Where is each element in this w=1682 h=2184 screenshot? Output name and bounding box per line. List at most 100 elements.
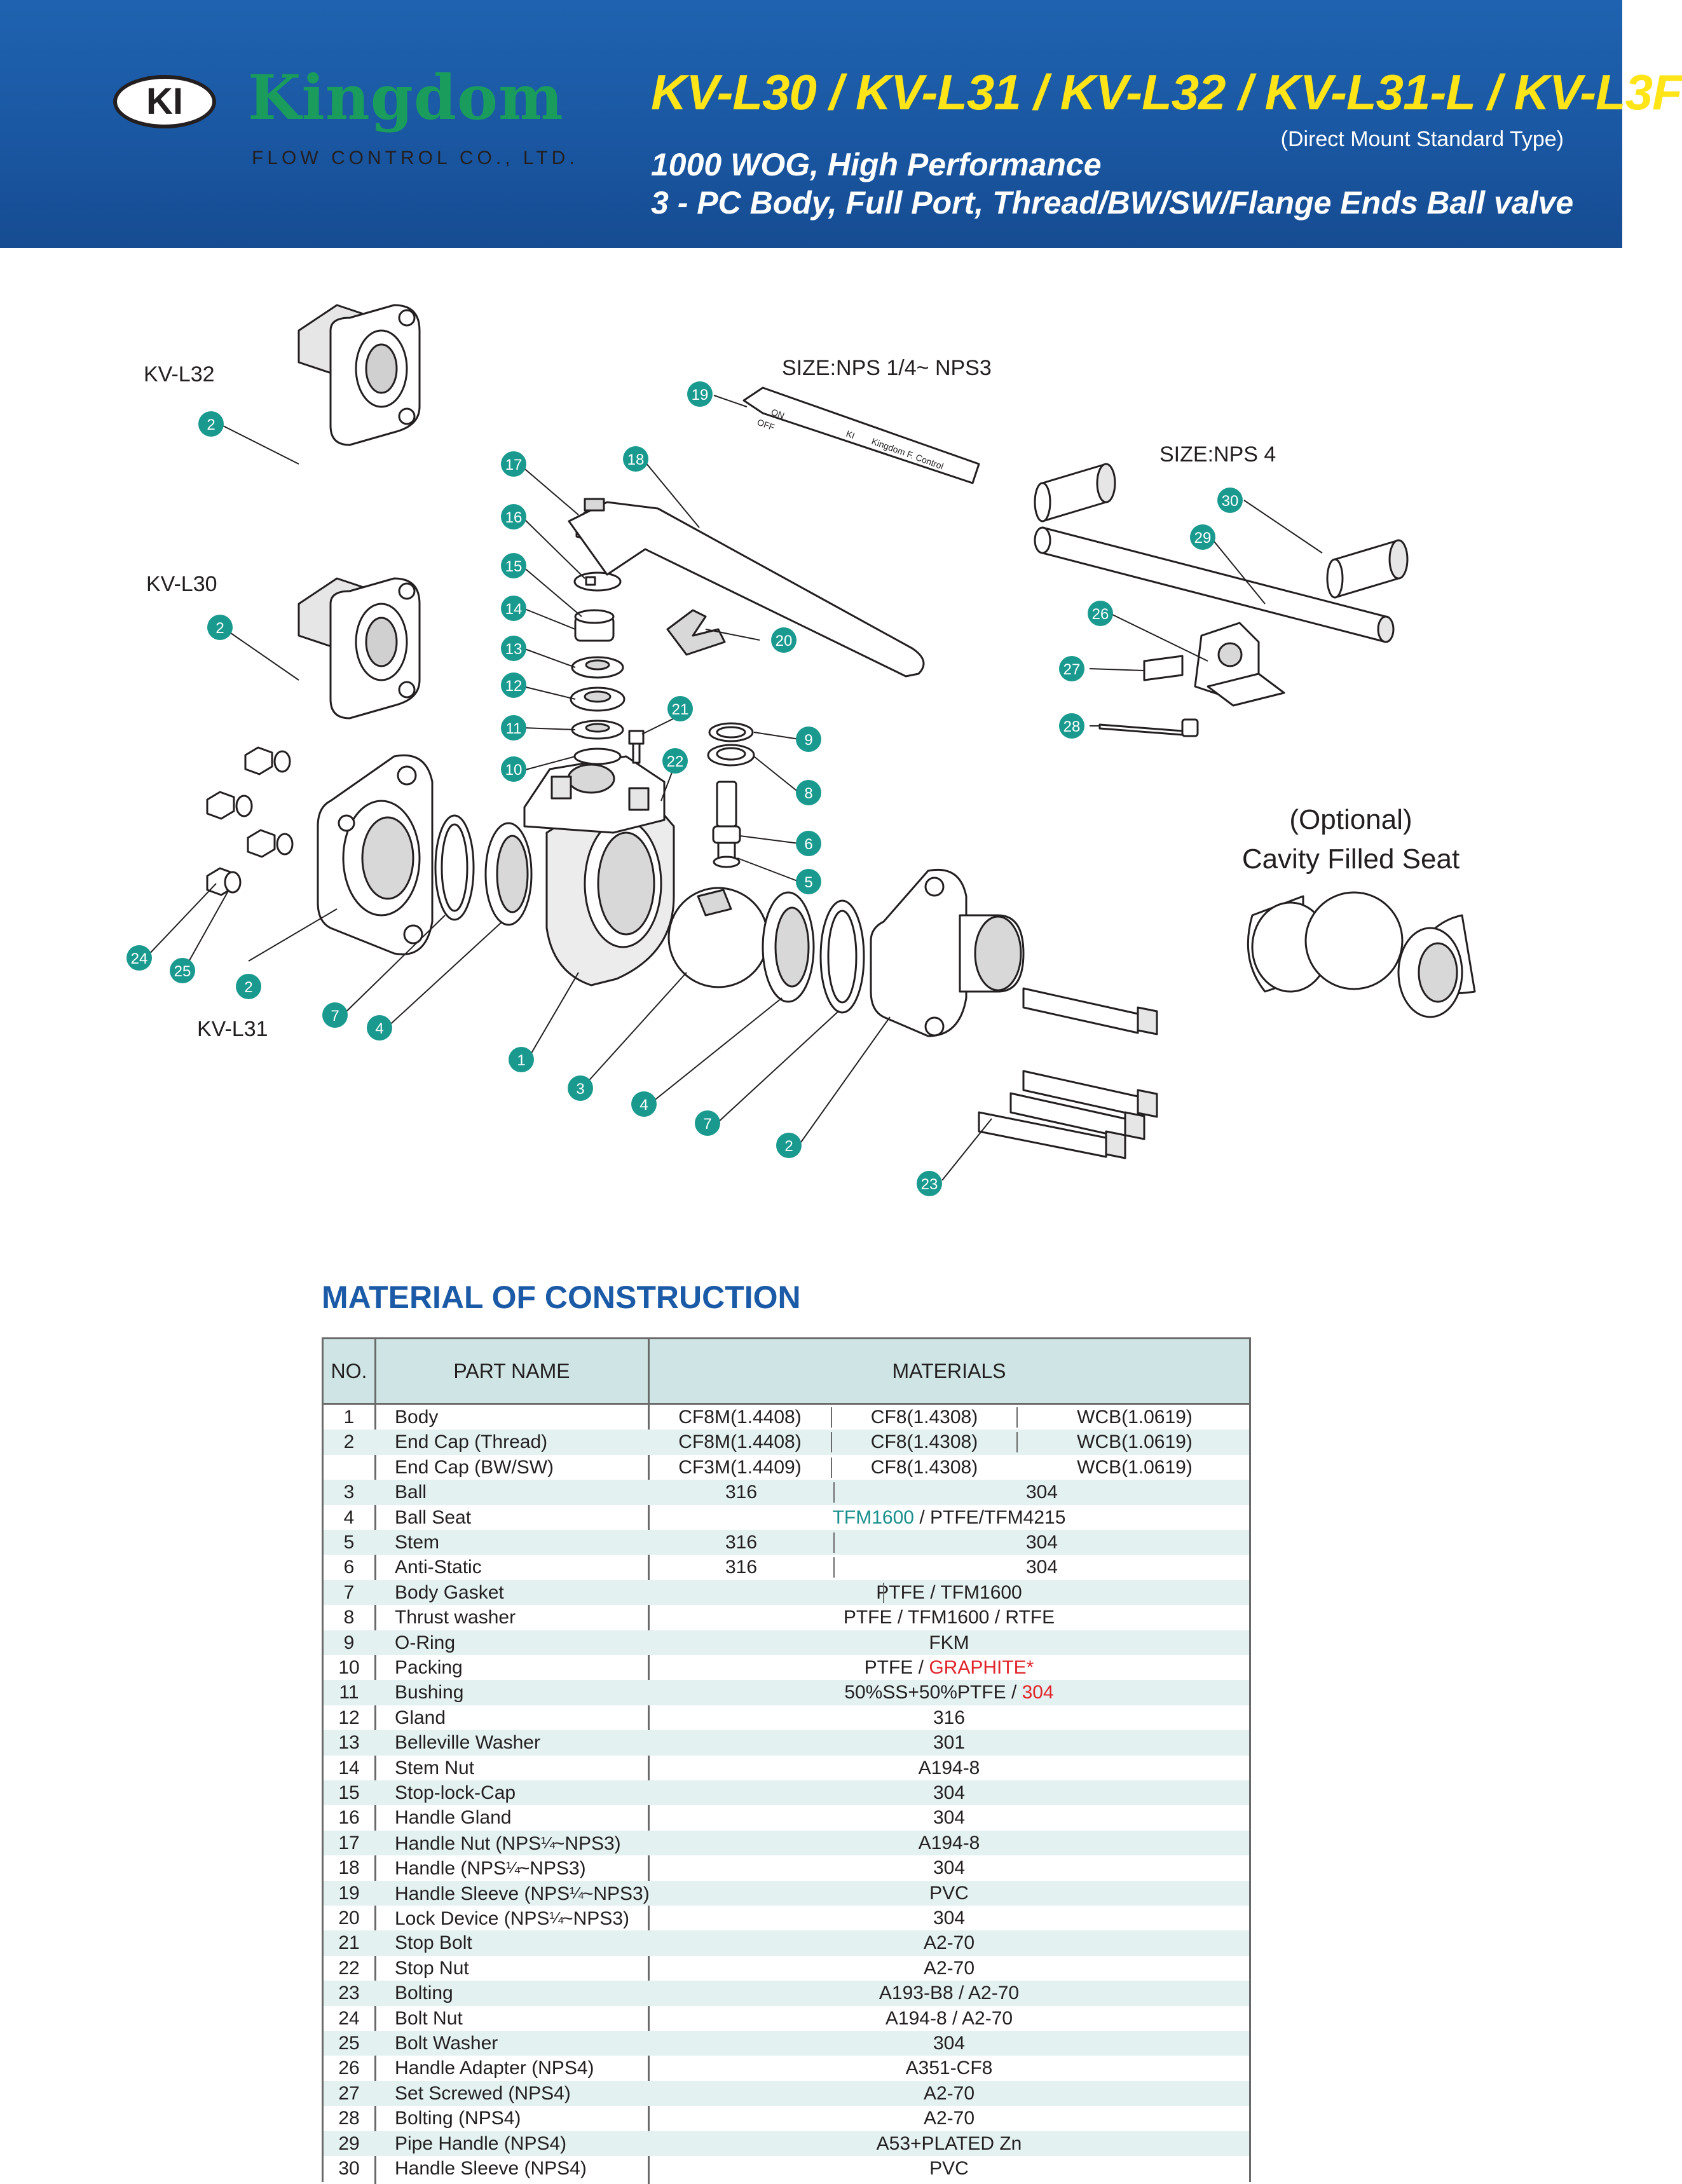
material-divider xyxy=(833,1482,835,1503)
callout-18: 18 xyxy=(623,446,648,472)
row-number: 23 xyxy=(338,1983,360,2004)
row-material: A2-70 xyxy=(923,2108,975,2129)
row-part-name: Handle Nut (NPS¼~NPS3) xyxy=(395,1833,621,1854)
row-number: 1 xyxy=(343,1407,355,1428)
row-part-name: Stop Nut xyxy=(395,1957,469,1979)
callout-17: 17 xyxy=(501,451,526,477)
row-part-name: Bolting (NPS4) xyxy=(395,2108,521,2129)
variant-label-kv-l32: KV-L32 xyxy=(144,362,215,386)
stem-drawing xyxy=(712,781,741,868)
callout-bubbles: 19 2 17 18 16 15 14 2 13 20 12 21 11 9 2… xyxy=(126,381,1243,1196)
row-material-3: WCB(1.0619) xyxy=(1077,1407,1193,1428)
svg-text:19: 19 xyxy=(692,386,709,404)
end-cap-right-drawing xyxy=(870,868,1025,1037)
row-material-2: CF8(1.4308) xyxy=(870,1407,978,1428)
row-part-name: Belleville Washer xyxy=(395,1732,540,1754)
row-material: 304 xyxy=(933,1782,966,1803)
variant-label-kv-l31: KV-L31 xyxy=(197,1017,268,1041)
row-material: PVC xyxy=(929,2158,969,2179)
highlight-material: 304 xyxy=(1022,1682,1054,1703)
material-divider xyxy=(831,1432,832,1453)
row-part-name: Bushing xyxy=(395,1682,464,1703)
row-material-3: WCB(1.0619) xyxy=(1077,1456,1193,1478)
row-number: 19 xyxy=(338,1882,360,1904)
callout-9: 9 xyxy=(796,727,821,752)
mount-type-label: (Direct Mount Standard Type) xyxy=(1280,127,1564,151)
row-number: 9 xyxy=(343,1632,355,1653)
handle-adapter-drawing xyxy=(1194,622,1285,707)
callout-14: 14 xyxy=(501,596,526,621)
svg-text:9: 9 xyxy=(804,732,812,749)
svg-text:11: 11 xyxy=(506,720,522,737)
pipe-handle-drawing xyxy=(1034,463,1409,643)
row-material: A194-8 xyxy=(918,1757,980,1778)
row-number: 8 xyxy=(343,1607,355,1628)
callout-2d: 2 xyxy=(776,1133,802,1158)
svg-text:4: 4 xyxy=(639,1096,648,1114)
row-part-name: Stop Bolt xyxy=(395,1932,472,1954)
callout-2a: 2 xyxy=(198,411,224,437)
logo-mark: KI xyxy=(146,81,183,122)
row-number: 18 xyxy=(338,1857,360,1879)
callout-21: 21 xyxy=(667,696,693,721)
callout-13: 13 xyxy=(501,636,526,661)
row-number: 20 xyxy=(338,1908,360,1928)
kv-l30-end-cap-drawing xyxy=(297,577,421,720)
row-number: 25 xyxy=(338,2033,360,2054)
callout-8: 8 xyxy=(796,780,821,805)
cavity-filled-seat-drawing xyxy=(1247,891,1476,1018)
column-header-part-name: PART NAME xyxy=(453,1360,570,1382)
row-material: A2-70 xyxy=(923,2082,975,2104)
fraction-quarter: ¼ xyxy=(506,1858,520,1878)
svg-text:17: 17 xyxy=(505,456,523,474)
row-material: 304 xyxy=(933,2033,966,2054)
row-number: 17 xyxy=(338,1832,360,1853)
row-material-1: CF8M(1.4408) xyxy=(678,1407,802,1428)
svg-text:7: 7 xyxy=(703,1116,711,1133)
callout-4a: 4 xyxy=(367,1015,392,1041)
lever-handle-drawing xyxy=(568,498,925,678)
row-number: 2 xyxy=(343,1431,355,1453)
row-part-name: Stop-lock-Cap xyxy=(395,1782,516,1803)
page-header: KI Kingdom FLOW CONTROL CO., LTD. KV-L30… xyxy=(0,0,1682,248)
row-part-name: End Cap (BW/SW) xyxy=(395,1456,554,1478)
company-logo-word: Kingdom xyxy=(248,62,564,133)
row-part-name: Bolt Nut xyxy=(395,2007,463,2029)
callout-24: 24 xyxy=(126,945,152,971)
svg-text:4: 4 xyxy=(375,1020,383,1037)
svg-text:23: 23 xyxy=(921,1176,938,1193)
callout-7b: 7 xyxy=(695,1110,720,1136)
callout-6: 6 xyxy=(796,831,821,856)
company-subtitle: FLOW CONTROL CO., LTD. xyxy=(252,147,578,168)
row-material-1: 316 xyxy=(725,1532,758,1553)
callout-leaders xyxy=(145,395,1323,1181)
callout-2c: 2 xyxy=(236,974,261,999)
callout-11: 11 xyxy=(501,715,526,741)
callout-27: 27 xyxy=(1059,656,1084,681)
row-number: 27 xyxy=(338,2082,360,2104)
callout-23: 23 xyxy=(917,1171,942,1196)
row-material: PTFE / GRAPHITE* xyxy=(864,1657,1034,1678)
row-material: PTFE / TFM1600 xyxy=(876,1581,1022,1603)
fraction-quarter: ¼ xyxy=(541,1833,555,1852)
row-number: 6 xyxy=(343,1557,355,1578)
row-material: 301 xyxy=(933,1732,966,1754)
svg-text:24: 24 xyxy=(131,950,148,967)
row-material: 316 xyxy=(933,1707,966,1728)
row-part-name: Bolting xyxy=(395,1983,453,2004)
svg-text:10: 10 xyxy=(505,761,523,779)
svg-text:2: 2 xyxy=(207,416,215,433)
row-number: 24 xyxy=(338,2007,360,2029)
row-number: 21 xyxy=(338,1932,360,1954)
material-divider xyxy=(831,1457,832,1478)
svg-text:13: 13 xyxy=(505,641,523,658)
